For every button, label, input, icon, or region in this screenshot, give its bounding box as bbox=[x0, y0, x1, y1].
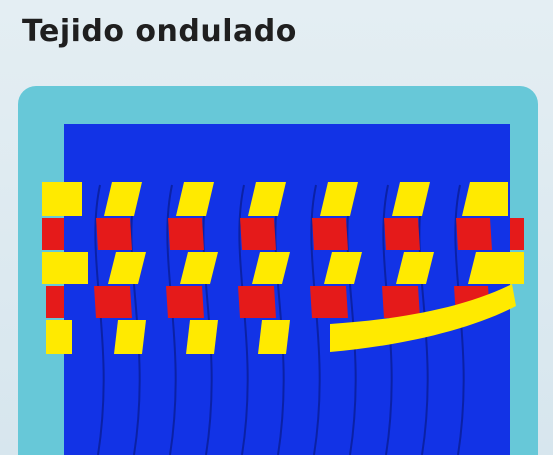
weft-row-yellow-3 bbox=[46, 284, 516, 354]
weft-row-red-1 bbox=[42, 218, 524, 250]
weft-row-yellow-1 bbox=[42, 182, 508, 216]
page-title: Tejido ondulado bbox=[22, 14, 297, 49]
weft-row-red-2 bbox=[46, 286, 490, 318]
curved-weft-strip bbox=[330, 284, 516, 352]
weft-row-yellow-2 bbox=[42, 252, 524, 284]
warp-sheet bbox=[64, 124, 510, 455]
